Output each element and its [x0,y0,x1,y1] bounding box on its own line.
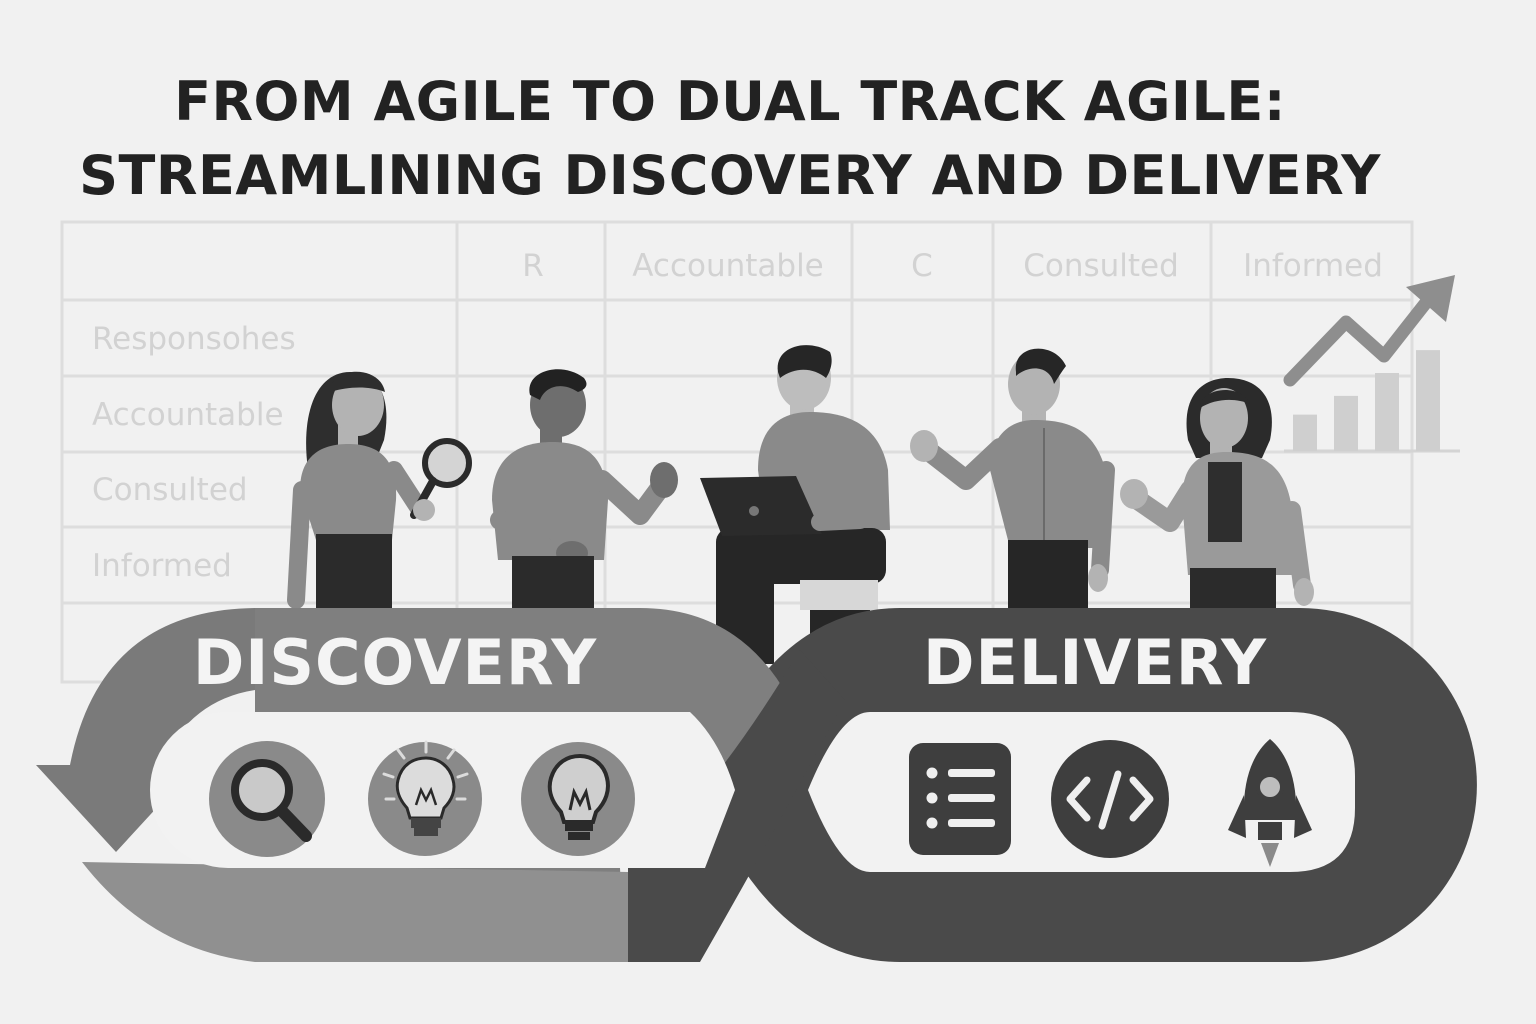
bulb-icon [521,742,635,856]
raci-row-accountable: Accountable [92,397,284,433]
raci-row-informed: Informed [92,548,232,584]
growth-bar [1416,350,1440,451]
growth-bar [1375,373,1399,451]
idea-bulb-icon [368,740,482,856]
growth-bar [1334,395,1358,451]
discovery-inner-track-end [600,712,735,868]
team-people [287,345,1314,664]
code-icon [1051,740,1169,858]
loop-back-arrow [36,608,255,852]
title-line-1: FROM AGILE TO DUAL TRACK AGILE: [174,70,1286,133]
raci-col-accountable: Accountable [632,248,824,284]
raci-col-c: C [911,248,933,284]
person-gesturing [490,369,678,608]
discovery-label: DISCOVERY [193,626,597,699]
raci-row-responsohes: Responsohes [92,321,296,357]
raci-col-informed: Informed [1243,248,1383,284]
search-icon [209,741,325,857]
person-in-shirt [910,348,1115,608]
raci-col-r: R [522,248,544,284]
title-line-2: STREAMLINING DISCOVERY AND DELIVERY [79,144,1381,207]
person-with-magnifier [287,371,472,609]
loop-crossing [628,650,845,962]
raci-row-labels: Responsohes Accountable Consulted Inform… [92,321,296,584]
growth-chart-icon [1283,275,1460,453]
person-in-jacket [1120,378,1314,608]
raci-row-consulted: Consulted [92,472,248,508]
rocket-icon [1228,739,1312,867]
raci-header: R Accountable C Consulted Informed [522,248,1383,284]
raci-col-consulted: Consulted [1023,248,1179,284]
growth-bar [1293,414,1317,451]
list-icon [909,743,1011,855]
delivery-label: DELIVERY [923,626,1267,699]
discovery-band-lower [82,862,628,962]
